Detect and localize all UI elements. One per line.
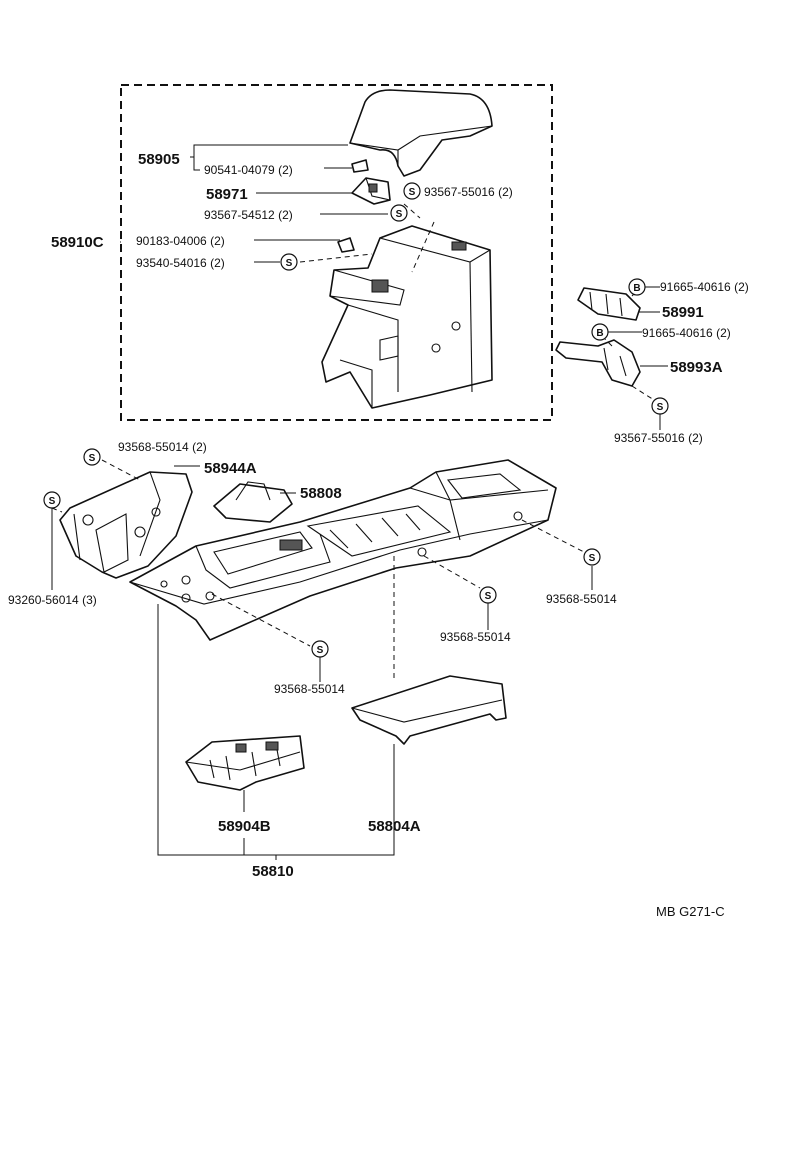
- label-58971: 58971: [206, 186, 248, 203]
- label-93567-55016-right: 93567-55016 (2): [614, 431, 703, 445]
- label-93568-55014-right: 93568-55014: [546, 592, 617, 606]
- svg-text:S: S: [409, 187, 416, 198]
- screw-symbol: S: [390, 204, 408, 222]
- label-91665-40616-b: 91665-40616 (2): [642, 326, 731, 340]
- bracket-58993a-drawing: [555, 339, 641, 387]
- label-93260-56014: 93260-56014 (3): [8, 593, 97, 607]
- label-93567-54512: 93567-54512 (2): [204, 208, 293, 222]
- label-93568-55014-2: 93568-55014 (2): [118, 440, 207, 454]
- panel-58804a-drawing: [351, 675, 507, 745]
- svg-text:B: B: [596, 328, 603, 339]
- label-58810: 58810: [252, 863, 294, 880]
- label-58904b: 58904B: [218, 818, 271, 835]
- svg-text:S: S: [589, 553, 596, 564]
- small-screw-drawing: [351, 159, 369, 173]
- svg-text:S: S: [396, 209, 403, 220]
- screw-symbol: S: [83, 448, 101, 466]
- shift-boot-drawing: [213, 481, 293, 523]
- label-91665-40616-a: 91665-40616 (2): [660, 280, 749, 294]
- bolt-symbol: B: [628, 278, 646, 296]
- screw-symbol: S: [583, 548, 601, 566]
- label-58993a: 58993A: [670, 359, 723, 376]
- part-58904b-drawing: [185, 735, 305, 791]
- screw-symbol: S: [311, 640, 329, 658]
- svg-text:S: S: [485, 591, 492, 602]
- svg-text:S: S: [89, 453, 96, 464]
- label-90183-04006: 90183-04006 (2): [136, 234, 225, 248]
- diagram-code: MB G271-C: [656, 904, 725, 919]
- svg-text:S: S: [286, 258, 293, 269]
- label-93567-55016-top: 93567-55016 (2): [424, 185, 513, 199]
- main-console-drawing: [129, 459, 557, 641]
- bolt-symbol: B: [591, 323, 609, 341]
- screw-symbol: S: [651, 397, 669, 415]
- label-58804a: 58804A: [368, 818, 421, 835]
- leader-lines: [51, 144, 668, 860]
- console-box-drawing: [321, 225, 493, 409]
- label-58905: 58905: [138, 151, 180, 168]
- label-90541-04079: 90541-04079 (2): [204, 163, 293, 177]
- hinge-drawing: [351, 177, 391, 205]
- label-93568-55014-low: 93568-55014: [274, 682, 345, 696]
- label-58991: 58991: [662, 304, 704, 321]
- rear-bracket-58944a-drawing: [59, 471, 193, 579]
- label-58910c: 58910C: [51, 234, 104, 251]
- label-93540-54016: 93540-54016 (2): [136, 256, 225, 270]
- clip-drawing: [337, 237, 355, 253]
- label-93568-55014-mid: 93568-55014: [440, 630, 511, 644]
- screw-symbol: S: [403, 182, 421, 200]
- svg-text:S: S: [317, 645, 324, 656]
- screw-symbol: S: [280, 253, 298, 271]
- screw-symbol: S: [479, 586, 497, 604]
- label-58944a: 58944A: [204, 460, 257, 477]
- assembly-group-box: [120, 84, 553, 421]
- svg-text:B: B: [633, 283, 640, 294]
- screw-symbol: S: [43, 491, 61, 509]
- dashed-reference-lines: [51, 203, 655, 680]
- armrest-lid-drawing: [349, 89, 493, 177]
- bracket-58991-drawing: [577, 287, 641, 321]
- svg-text:S: S: [49, 496, 56, 507]
- svg-text:S: S: [657, 402, 664, 413]
- label-58808: 58808: [300, 485, 342, 502]
